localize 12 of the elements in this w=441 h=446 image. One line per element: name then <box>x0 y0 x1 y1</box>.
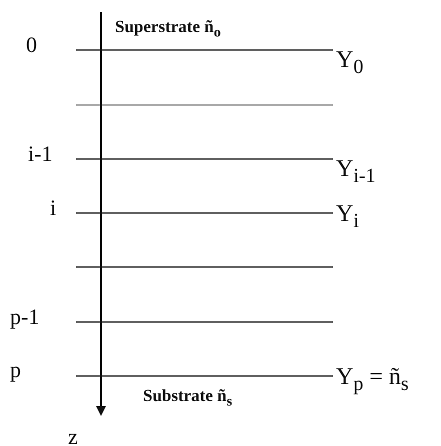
admittance-label: Y$_{0}$ <box>336 48 364 77</box>
axis-label: z <box>68 426 78 446</box>
admittance-label: Y$_{i-1}$ <box>336 157 376 186</box>
layer-index: 0 <box>26 34 37 56</box>
admittance-label: Y$_{i}$ <box>336 202 359 231</box>
layer-index: p-1 <box>10 306 40 328</box>
layer-index: i <box>50 197 56 219</box>
medium-label: Substrate ñ$_{s}$ <box>143 387 232 409</box>
medium-label: Superstrate ñ$_{o}$ <box>115 18 221 40</box>
admittance-label: Y$_{p}$ = ñ$_{s}$ <box>336 365 409 394</box>
layer-index: i-1 <box>28 143 52 165</box>
layer-index: p <box>10 359 21 381</box>
